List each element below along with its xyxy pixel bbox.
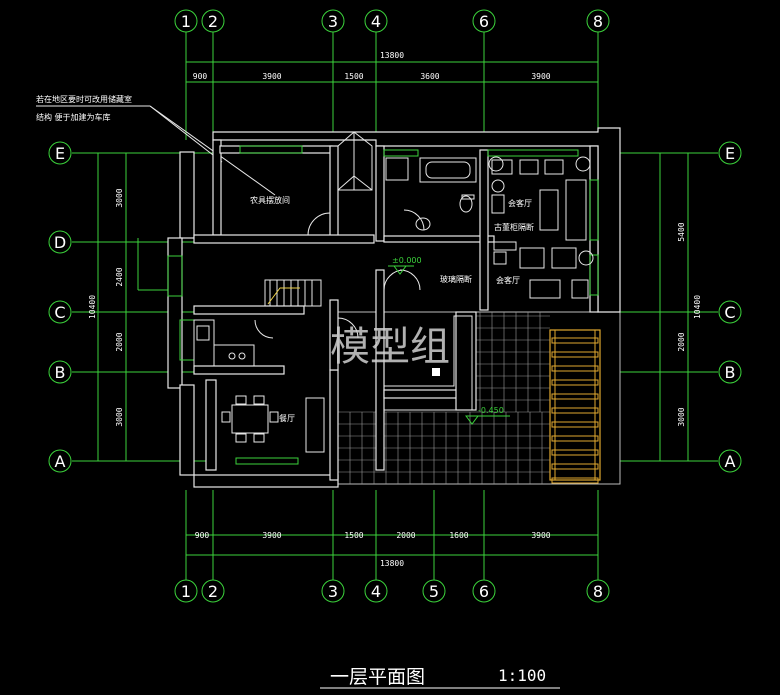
- grid-bubble: [364, 579, 388, 603]
- grid-label-top: 1: [181, 12, 191, 31]
- kitchen: [193, 319, 255, 367]
- annotation-group: 若在地区要时可改用储藏室 结构 便于加建为车库: [36, 94, 276, 196]
- level-marker-floor: ±0.000: [388, 256, 422, 275]
- dimension-segment: 2000: [396, 531, 415, 540]
- grid-label-bottom: 5: [429, 582, 439, 601]
- dimension-segment: 3900: [531, 72, 550, 81]
- grid-bubble: [174, 9, 198, 33]
- dimension-segment: 1500: [344, 531, 363, 540]
- dimension-segment: 900: [193, 72, 208, 81]
- grid-bubble: [48, 360, 72, 384]
- grid-label-top: 2: [208, 12, 218, 31]
- drawing-scale: 1:100: [498, 666, 546, 685]
- grid-label-bottom: 2: [208, 582, 218, 601]
- grid-label-left: E: [55, 144, 65, 163]
- grid-label-right: E: [725, 144, 735, 163]
- grid-label-bottom: 4: [371, 582, 381, 601]
- grid-bubble: [472, 579, 496, 603]
- dimension-segment: 3000: [677, 407, 686, 426]
- grid-label-left: A: [55, 452, 66, 471]
- grid-bubble: [472, 9, 496, 33]
- grid-bubble: [718, 141, 742, 165]
- grid-bubble: [201, 9, 225, 33]
- dimension-segment: 2000: [115, 332, 124, 351]
- grid-label-left: D: [54, 233, 66, 252]
- dimension-total-left: 10400: [88, 295, 97, 319]
- grid-bubble: [321, 579, 345, 603]
- grid-bubble: [718, 360, 742, 384]
- grid-label-bottom: 6: [479, 582, 489, 601]
- dimension-segment: 3600: [420, 72, 439, 81]
- grid-bubble: [48, 449, 72, 473]
- level-terrace-text: -0.450: [478, 406, 504, 415]
- grid-bubble: [718, 449, 742, 473]
- grid-label-left: C: [54, 303, 65, 322]
- dimension-bottom-group: 900 3900 1500 2000 1600 3900 13800: [186, 531, 598, 568]
- grid-bubble: [718, 300, 742, 324]
- grid-label-top: 6: [479, 12, 489, 31]
- grid-right-group: E C B A 5400 2000 3000 10400: [620, 141, 742, 473]
- grid-label-left: B: [55, 363, 66, 382]
- dining-table: [221, 395, 325, 453]
- drawing-title: 一层平面图: [330, 666, 425, 688]
- dimension-segment: 5400: [677, 222, 686, 241]
- grid-bubble: [586, 579, 610, 603]
- dimension-segment: 1500: [344, 72, 363, 81]
- drawing-title-block: 一层平面图 1:100: [320, 666, 560, 689]
- watermark-text: 模型组: [330, 324, 450, 370]
- grid-bubble: [422, 579, 446, 603]
- building-walls: [167, 127, 621, 488]
- dimension-segment: 3000: [115, 188, 124, 207]
- grid-label-bottom: 1: [181, 582, 191, 601]
- grid-bubble: [364, 9, 388, 33]
- dimension-total-right: 10400: [693, 295, 702, 319]
- dimension-segment: 3900: [262, 531, 281, 540]
- level-marker-terrace: -0.450: [465, 406, 510, 425]
- pergola: [549, 329, 601, 484]
- level-floor-text: ±0.000: [392, 256, 422, 265]
- dimension-top-group: 13800 900 3900 1500 3600 3900: [186, 51, 598, 83]
- dimension-segment: 2000: [677, 332, 686, 351]
- grid-bubble: [201, 579, 225, 603]
- grid-label-right: C: [724, 303, 735, 322]
- grid-bubble: [48, 300, 72, 324]
- grid-label-right: A: [725, 452, 736, 471]
- terrace-tiles: [337, 311, 621, 485]
- grid-bubble: [48, 141, 72, 165]
- grid-label-top: 8: [593, 12, 603, 31]
- annotation-line-2: 结构 便于加建为车库: [36, 112, 111, 122]
- grid-bubble: [48, 230, 72, 254]
- room-label-living-top: 会客厅: [508, 198, 532, 208]
- room-label-storage: 农具摆放间: [250, 195, 290, 205]
- dimension-segment: 3000: [115, 407, 124, 426]
- terrace-step: [383, 315, 473, 411]
- room-label-dining: 餐厅: [279, 414, 295, 423]
- grid-bubble: [321, 9, 345, 33]
- grid-label-top: 4: [371, 12, 381, 31]
- grid-top-group: 1 2 3 4 6 8: [174, 9, 610, 140]
- dimension-total-bottom: 13800: [380, 559, 404, 568]
- annotation-line-1: 若在地区要时可改用储藏室: [36, 94, 132, 104]
- grid-bottom-group: 1 2 3 4 5 6 8: [174, 490, 610, 603]
- grid-label-right: B: [725, 363, 736, 382]
- dimension-segment: 3900: [531, 531, 550, 540]
- grid-bubble: [174, 579, 198, 603]
- room-label-glass: 玻璃隔断: [440, 274, 472, 284]
- room-label-cabinet: 古董柜隔断: [494, 222, 534, 232]
- grid-label-bottom: 8: [593, 582, 603, 601]
- staircase: [264, 279, 322, 307]
- dimension-segment: 900: [195, 531, 210, 540]
- grid-bubble: [586, 9, 610, 33]
- grid-label-bottom: 3: [328, 582, 338, 601]
- dimension-segment: 2400: [115, 267, 124, 286]
- dimension-segment: 1600: [449, 531, 468, 540]
- living-furniture: [488, 156, 594, 299]
- grid-label-top: 3: [328, 12, 338, 31]
- dimension-segment: 3900: [262, 72, 281, 81]
- room-label-living-bottom: 会客厅: [496, 275, 520, 285]
- bathroom: [385, 157, 477, 231]
- dimension-total-top: 13800: [380, 51, 404, 60]
